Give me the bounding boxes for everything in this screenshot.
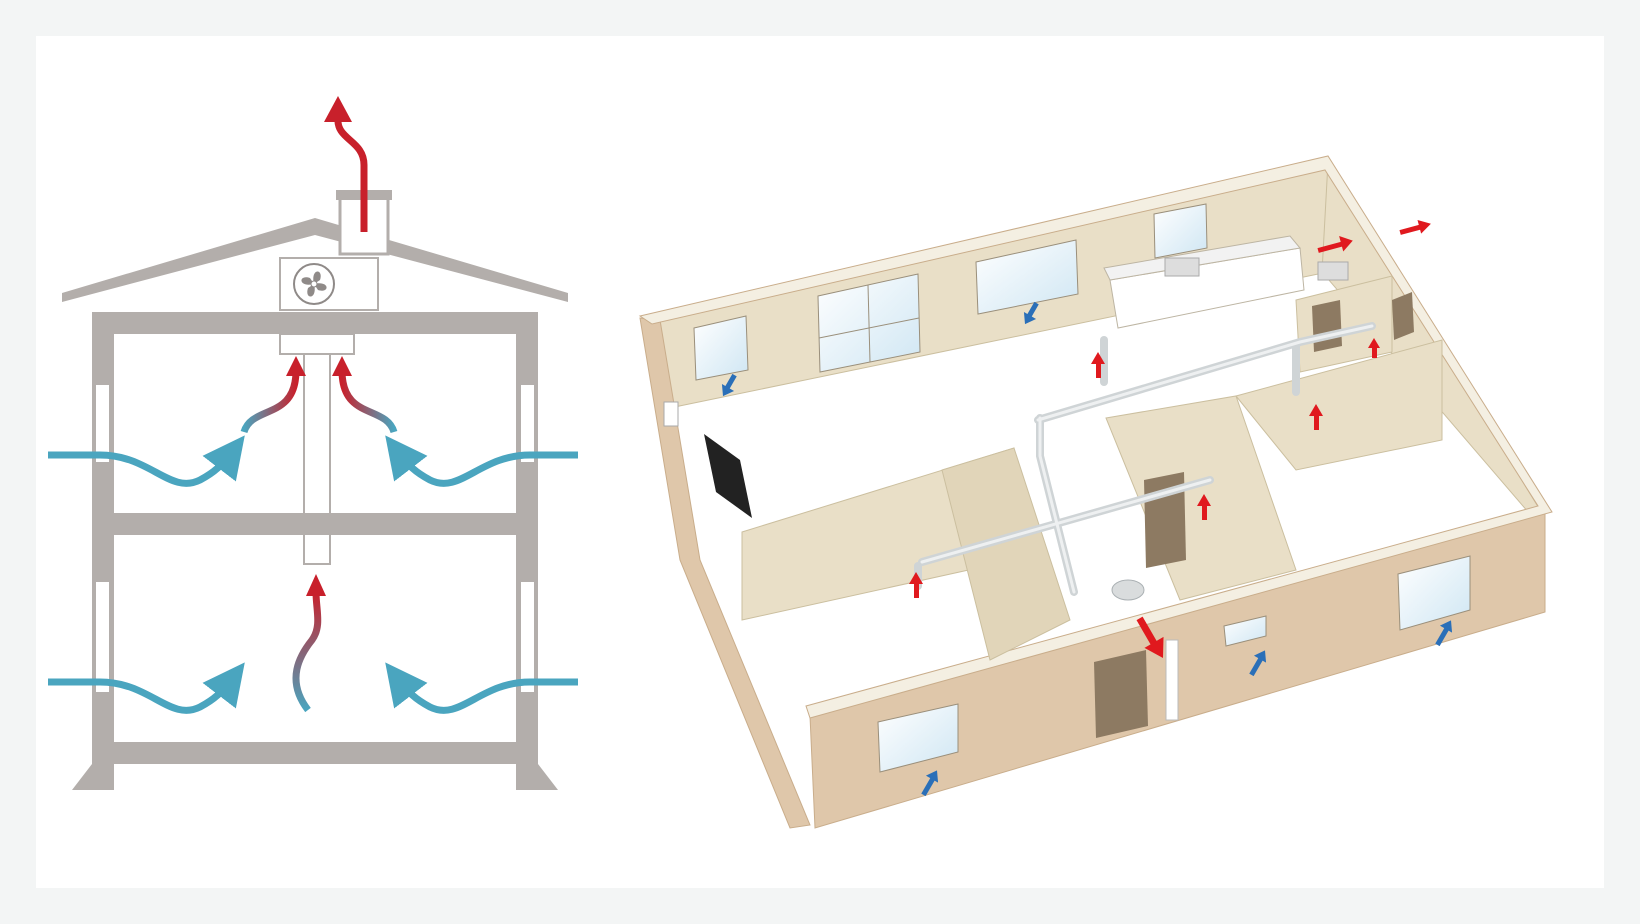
rising-arrow-upper-left xyxy=(240,371,300,434)
house-cross-section xyxy=(48,96,578,790)
interior-door xyxy=(1392,292,1414,340)
exhaust-arrow xyxy=(334,117,368,232)
window xyxy=(1153,203,1208,259)
partition-wall xyxy=(1235,339,1443,471)
right-wall xyxy=(516,312,538,784)
exhaust-fan-icon xyxy=(293,263,335,305)
rising-arrow-upper-right xyxy=(338,371,398,434)
exterior-door xyxy=(1094,650,1148,738)
window xyxy=(1397,555,1471,631)
interior-door xyxy=(1312,300,1342,352)
rising-arrow-lower-center xyxy=(292,591,322,713)
inflow-arrow-lower-left xyxy=(48,662,245,714)
middle-floor xyxy=(114,513,516,535)
tv xyxy=(704,434,752,518)
inflow-arrow-upper-right xyxy=(385,435,578,487)
window xyxy=(1223,615,1267,647)
inflow-arrow-lower-right xyxy=(385,662,578,714)
wall-rim xyxy=(638,155,1553,719)
wall-outlet xyxy=(663,401,679,427)
inflow-arrows xyxy=(721,301,1453,797)
partition-wall xyxy=(941,447,1071,661)
central-fan-unit xyxy=(1111,579,1145,601)
window xyxy=(877,703,959,773)
exhaust-arrows xyxy=(909,220,1431,658)
left-wall xyxy=(92,312,114,784)
ceiling-beam xyxy=(92,312,538,334)
window xyxy=(975,239,1079,315)
ground-floor xyxy=(114,742,516,764)
inflow-arrow-upper-left xyxy=(48,435,245,487)
roof xyxy=(62,218,568,302)
isometric-floor-plan xyxy=(638,155,1553,829)
window xyxy=(693,315,749,381)
